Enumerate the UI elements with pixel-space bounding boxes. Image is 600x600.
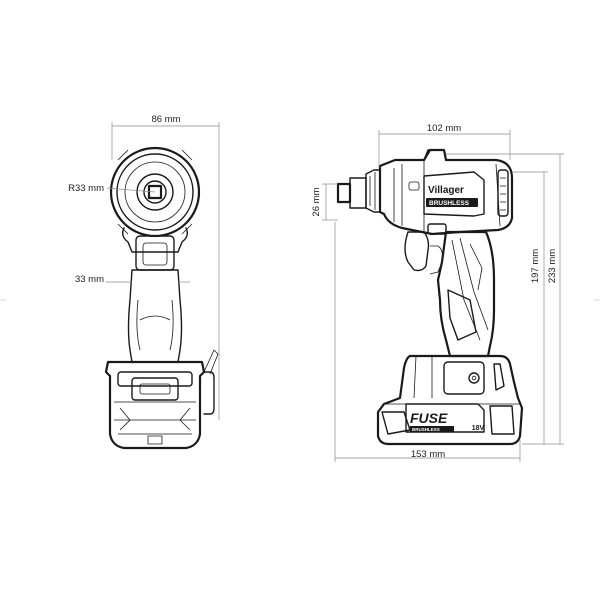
front-anvil-square [147,184,163,200]
dim-197-label: 197 mm [530,249,541,283]
side-view: Villager BRUSHLESS FUSE BRUSHLESS 18V [336,148,524,446]
front-trigger [142,242,168,266]
side-vent [497,169,509,217]
dim-153-label: 153 mm [411,449,445,460]
front-battery [104,360,206,450]
front-battery-release [131,377,179,401]
front-dimensions: 86 mm R33 mm 33 mm [68,114,220,420]
front-head-inner [124,161,186,223]
side-trigger [404,231,430,272]
side-dimensions: 102 mm 26 mm 197 mm 233 mm 153 mm [311,123,564,462]
side-direction-switch [427,223,447,235]
brushless-badge-label: BRUSHLESS [429,200,470,207]
front-grip-contour [136,299,174,351]
front-battery-foot [147,435,163,445]
side-battery [376,354,524,446]
front-head-ring [116,153,194,231]
side-battery-screw [468,372,480,384]
dim-102-label: 102 mm [427,123,461,134]
front-battery-grips [119,407,191,431]
dim-86-label: 86 mm [151,114,180,125]
front-neck [121,227,189,253]
front-grip-detail [139,315,171,321]
brushless-badge [426,198,478,207]
side-anvil-ring [365,169,381,213]
front-belt-hook [203,371,215,415]
side-anvil-square [336,182,352,204]
front-anvil [143,180,167,204]
battery-logo: FUSE [410,410,448,426]
side-belt-hook [493,363,505,391]
side-battery-grip-right [489,405,515,435]
side-brand-plate [423,171,485,217]
side-housing-seams [393,164,403,226]
side-battery-panel [405,403,485,433]
side-battery-latch [443,361,485,395]
front-belt-clip [203,349,219,375]
side-handle-rubber [447,289,477,341]
brand-label: Villager [428,185,464,196]
side-housing [378,148,514,236]
front-battery-button [139,383,171,395]
battery-sub-badge [410,426,454,432]
dim-r33-label: R33 mm [68,183,104,194]
battery-rating: 18V [472,425,485,432]
side-vent-slots [500,177,506,211]
dim-line-r33 [106,187,156,193]
front-view [104,146,219,450]
front-head-ribs [117,149,193,235]
battery-sub-label: BRUSHLESS [412,427,440,432]
side-anvil-collar [349,177,367,209]
dim-33-label: 33 mm [75,274,104,285]
side-handle-grip-2 [469,243,483,291]
front-battery-top [117,371,193,387]
dim-233-label: 233 mm [547,249,558,283]
dim-26-label: 26 mm [311,187,322,216]
side-led [408,181,420,191]
side-top-knob [423,149,447,161]
front-battery-lines [114,401,196,435]
front-anvil-collar [136,173,174,211]
side-handle-grip-1 [451,237,489,341]
side-handle [436,230,496,358]
